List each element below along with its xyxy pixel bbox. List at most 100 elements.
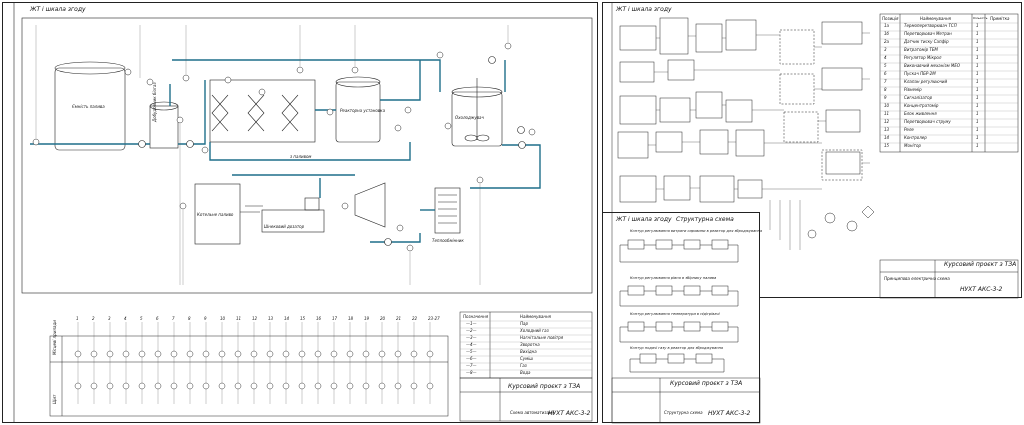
table-cell-name: Пускач ПБР-2М [904, 71, 936, 76]
instrument-bubble [362, 350, 370, 358]
legend-header-code: Позначення [463, 314, 489, 319]
instrument-bubble [138, 382, 146, 390]
sheet2-title-sheetname: Принципова електрична схема [884, 276, 950, 281]
table-cell-pos: 14 [884, 135, 890, 140]
table-cell-pos: 13 [884, 127, 890, 132]
instrument-number: 18 [348, 316, 354, 321]
instrument-bubble [170, 350, 178, 358]
table-cell-pos: 15 [884, 143, 890, 148]
instrument-number: 4 [124, 316, 127, 321]
instrument-bubble [394, 382, 402, 390]
table-cell-name: Перетворювач Метран [904, 31, 952, 36]
legend-row-code: —1— [466, 321, 477, 326]
table-cell-name: Реле [904, 127, 914, 132]
table-cell-pos: 8 [884, 87, 887, 92]
sheet3-title-project: Курсовий проєкт з ТЗА [670, 380, 743, 387]
table-cell-name: Виконавчий механізм МЕО [904, 63, 961, 68]
table-cell-name: Рівнемір [904, 87, 922, 92]
table-header-note: Примітка [990, 16, 1010, 21]
instrument-bubble [234, 382, 242, 390]
instrument-bubble [170, 382, 178, 390]
table-cell-name: Датчик тиску Сапфір [904, 39, 949, 44]
sheet1-title-code: НУХТ АКС-3-2 [548, 410, 591, 417]
legend-row-name: Суміш [520, 356, 533, 361]
table-cell-name: Клапан регулюючий [904, 79, 948, 84]
instrument-number: 14 [284, 316, 290, 321]
legend-row-code: —6— [466, 356, 477, 361]
instrument-bubble [394, 350, 402, 358]
label-heat-ex: Теплообмінник [432, 238, 464, 243]
legend-row-code: —4— [466, 342, 477, 347]
table-cell-qty: 1 [976, 95, 979, 100]
instrument-bubble [106, 350, 114, 358]
instrument-bubble [282, 350, 290, 358]
instrument-bubble [218, 382, 226, 390]
label-cooler: Охолоджувач [455, 115, 484, 120]
table-cell-qty: 1 [976, 23, 979, 28]
table-cell-name: Перетворювач струму [904, 119, 951, 124]
instrument-bubble [90, 350, 98, 358]
instrument-number: 3 [108, 316, 111, 321]
table-cell-pos: 6 [884, 71, 887, 76]
legend-row-name: Зворотна [520, 342, 540, 347]
instrument-bubble [346, 350, 354, 358]
table-cell-name: Концентратомір [904, 103, 939, 108]
instrument-bubble [202, 382, 210, 390]
label-reactor: Реакторна установка [340, 108, 386, 113]
sheet3-title: Структурна схема [676, 216, 734, 223]
instrument-bubble [314, 382, 322, 390]
sheet3-header: ЖТ і шкала згоду [616, 216, 672, 223]
instrument-bubble [282, 382, 290, 390]
legend-row-code: —3— [466, 335, 477, 340]
instrument-bubble [314, 350, 322, 358]
instrument-bubble [298, 382, 306, 390]
instrument-bubble [90, 382, 98, 390]
instrument-bubble [362, 382, 370, 390]
instrument-number: 22 [412, 316, 418, 321]
instrument-bubble [186, 350, 194, 358]
instrument-number: 11 [236, 316, 242, 321]
table-cell-qty: 1 [976, 119, 979, 124]
instrument-bubble [74, 382, 82, 390]
instrument-number: 5 [140, 316, 143, 321]
table-header-qty: Кількість [973, 16, 988, 20]
instrument-number: 7 [172, 316, 175, 321]
sheet2-title-project: Курсовий проєкт з ТЗА [944, 261, 1017, 268]
legend-row-code: —5— [466, 349, 477, 354]
instrument-bubble [410, 350, 418, 358]
sheet2-header: ЖТ і шкала згоду [616, 6, 672, 13]
instrument-bubble [426, 382, 434, 390]
table-cell-pos: 11 [884, 111, 890, 116]
instrument-bubble [74, 350, 82, 358]
instrument-bubble [266, 350, 274, 358]
legend-row-name: Нагнітальне повітря [520, 335, 564, 340]
instrument-bubble [330, 382, 338, 390]
instrument-number: 16 [316, 316, 322, 321]
legend-row-name: Вода [520, 370, 531, 375]
instrument-number: 17 [332, 316, 338, 321]
instrument-bubble [250, 350, 258, 358]
table-cell-qty: 1 [976, 79, 979, 84]
legend-row-name: Пар [520, 321, 528, 326]
table-cell-qty: 1 [976, 103, 979, 108]
table-cell-qty: 1 [976, 127, 979, 132]
instrument-bubble [202, 350, 210, 358]
legend-row-name: Вихідна [520, 349, 537, 354]
table-cell-qty: 1 [976, 111, 979, 116]
sheet1-header: ЖТ і шкала згоду [30, 6, 86, 13]
instrument-bubble [106, 382, 114, 390]
table-cell-name: Сигналізатор [904, 95, 933, 100]
sheet1-title-project: Курсовий проєкт з ТЗА [508, 383, 581, 390]
legend-row-code: —7— [466, 363, 477, 368]
instrument-bubble [234, 350, 242, 358]
table-cell-name: Блок живлення [904, 111, 937, 116]
control-loop-title: Контур регулювання витрати сировини в ре… [630, 229, 763, 233]
table-cell-name: Витратомір ТЕМ [904, 47, 938, 52]
table-cell-qty: 1 [976, 87, 979, 92]
legend-row-code: —2— [466, 328, 477, 333]
table-cell-pos: 9 [884, 95, 887, 100]
sheet1-title-sheetname: Схема автоматизації [510, 410, 554, 415]
